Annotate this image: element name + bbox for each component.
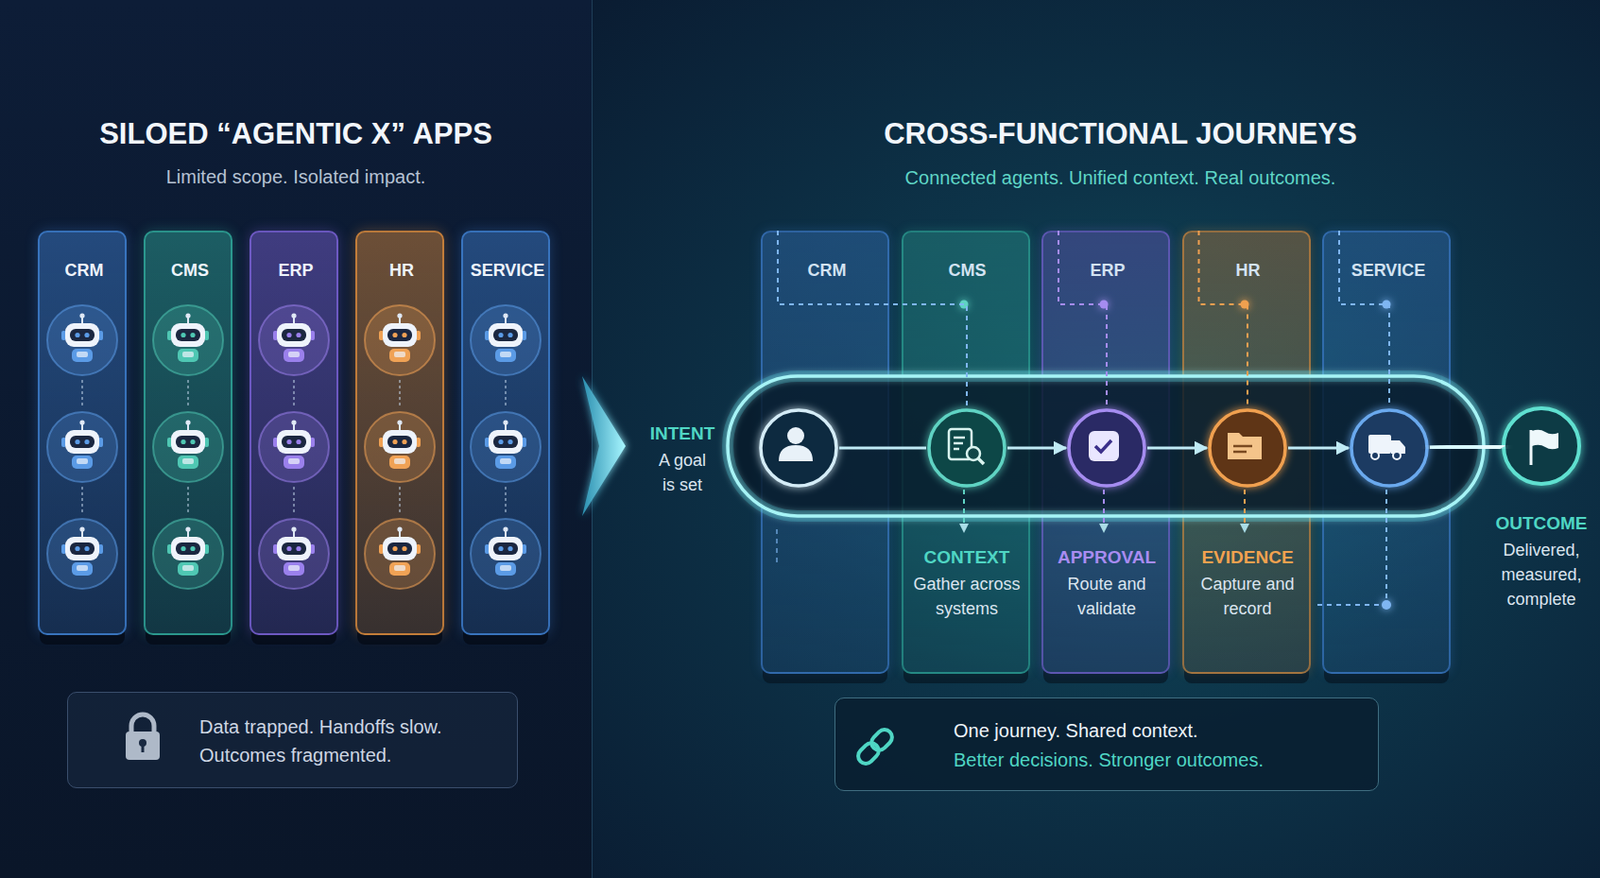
step-circle-outline (1500, 405, 1583, 487)
system-column: CMS CONTEXTGather across systems (901, 230, 1031, 674)
step-circle-outline (760, 410, 837, 486)
step-circle (1348, 407, 1430, 489)
column-label: CRM (762, 258, 892, 282)
column-label: ERP (251, 258, 341, 282)
step-circle-outline (1351, 410, 1428, 486)
step-circle: INTENTA goal is set (757, 407, 840, 489)
step-circle-outline (1503, 408, 1580, 484)
step-circle: APPROVALRoute and validate (1066, 407, 1148, 489)
step-heading: CONTEXT (908, 546, 1027, 569)
section-subtitle: Connected agents. Unified context. Real … (639, 164, 1600, 191)
step-description: Capture and record (1188, 571, 1308, 621)
step-circle-outline (1068, 410, 1145, 486)
summary-box: Data trapped. Handoffs slow. Outcomes fr… (67, 691, 518, 789)
section-subtitle: Limited scope. Isolated impact. (0, 163, 592, 190)
column-label: SERVICE (463, 258, 552, 282)
system-column: ERP (249, 230, 339, 636)
summary-text: Data trapped. Handoffs slow. Outcomes fr… (199, 712, 502, 770)
summary-box: One journey. Shared context.Better decis… (834, 697, 1379, 792)
column-label: CMS (903, 258, 1033, 282)
column-label: SERVICE (1324, 258, 1453, 282)
column-label: CMS (145, 258, 235, 282)
step-circle-outline (1209, 410, 1286, 486)
section-title: CROSS-FUNCTIONAL JOURNEYS (639, 115, 1600, 154)
summary-text: Better decisions. Stronger outcomes. (953, 745, 1370, 775)
step-heading: EVIDENCE (1188, 546, 1308, 569)
step-circle-outline (929, 410, 1005, 486)
system-column: CRM INTENTA goal is set (760, 230, 890, 674)
summary-text: One journey. Shared context. (953, 716, 1370, 745)
system-column: HR (355, 230, 445, 636)
system-column: ERP APPROVALRoute and validate (1041, 230, 1170, 674)
system-column: SERVICE (1322, 230, 1451, 674)
step-circle-outline (926, 407, 1008, 489)
step-description: A goal is set (652, 447, 713, 498)
step-circle: CONTEXTGather across systems (926, 407, 1008, 489)
column-label: CRM (39, 258, 129, 282)
system-column: SERVICE (461, 230, 551, 636)
step-heading: APPROVAL (1048, 546, 1167, 569)
section-title: SILOED “AGENTIC X” APPS (0, 115, 592, 154)
step-description: Route and validate (1048, 571, 1167, 621)
step-heading: OUTCOME (1484, 512, 1599, 535)
step-circle-outline (1206, 407, 1289, 489)
column-label: HR (1184, 258, 1313, 282)
step-circle-outline (1348, 407, 1430, 489)
step-description: Gather across systems (908, 571, 1027, 621)
system-column: CMS (143, 230, 233, 636)
step-circle-outline (757, 407, 840, 489)
system-column: HR EVIDENCECapture and record (1182, 230, 1311, 674)
step-heading: INTENT (644, 422, 721, 446)
column-label: ERP (1043, 258, 1172, 282)
step-description: Delivered, measured, complete (1496, 537, 1587, 612)
step-circle: OUTCOMEDelivered, measured, complete (1500, 405, 1583, 487)
step-circle-outline (1066, 407, 1148, 489)
step-circle: EVIDENCECapture and record (1206, 407, 1289, 489)
column-label: HR (357, 258, 447, 282)
system-column: CRM (37, 230, 127, 636)
section-panel: CROSS-FUNCTIONAL JOURNEYS Connected agent… (591, 0, 1600, 878)
section-panel: SILOED “AGENTIC X” APPS Limited scope. Is… (0, 0, 592, 878)
